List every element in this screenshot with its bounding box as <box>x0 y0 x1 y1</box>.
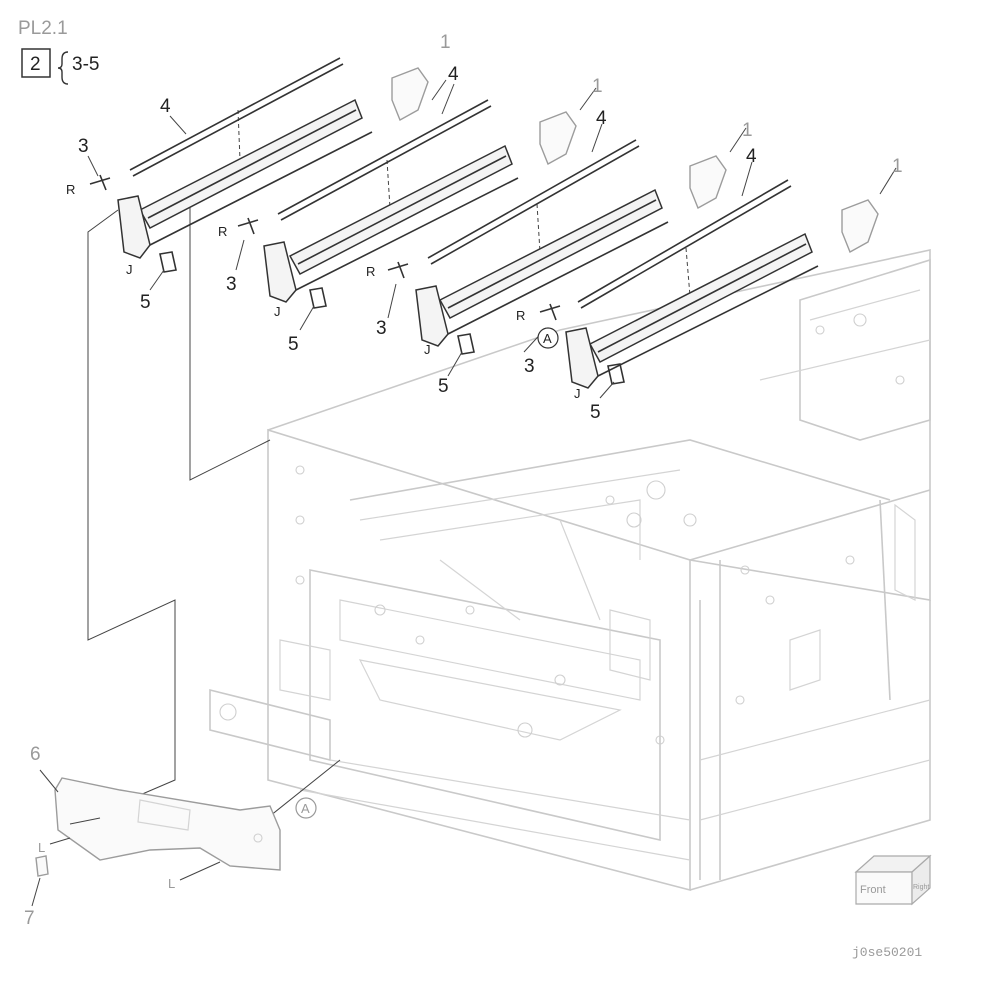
reference-a-top: A <box>543 331 552 346</box>
callout-4-unit-3: 4 <box>596 108 607 129</box>
l-bottom-leader <box>179 861 221 881</box>
r-label-unit-1: R <box>66 182 75 197</box>
callout-3-unit-1: 3 <box>78 136 89 157</box>
callout-3-unit-2: 3 <box>226 274 237 295</box>
reference-a-circle-top <box>537 327 559 349</box>
j-label-unit-4: J <box>574 386 581 401</box>
reference-a-bottom: A <box>301 801 310 816</box>
plate-number: PL2.1 <box>18 18 68 39</box>
r-label-unit-4: R <box>516 308 525 323</box>
figure-id: j0se50201 <box>852 945 922 960</box>
orientation-front: Front <box>860 884 886 896</box>
callout-4-unit-4: 4 <box>746 146 757 167</box>
reference-brace <box>57 51 69 85</box>
callout-5-unit-4: 5 <box>590 402 601 423</box>
callout-3-unit-3: 3 <box>376 318 387 339</box>
l-label-left: L <box>38 840 45 855</box>
callout-1-unit-3: 1 <box>742 120 753 141</box>
callout-6: 6 <box>30 744 41 765</box>
assembly-unit-4 <box>539 179 879 389</box>
callout-1-unit-1: 1 <box>440 32 451 53</box>
assembly-unit-2 <box>237 99 577 309</box>
j-label-unit-1: J <box>126 262 133 277</box>
callout-5-unit-3: 5 <box>438 376 449 397</box>
callout-5-unit-2: 5 <box>288 334 299 355</box>
callout-1-unit-4: 1 <box>892 156 903 177</box>
orientation-cube <box>854 854 932 906</box>
callout-7: 7 <box>24 908 35 929</box>
assembly-unit-1 <box>89 57 429 273</box>
callout-5-unit-1: 5 <box>140 292 151 313</box>
j-label-unit-2: J <box>274 304 281 319</box>
orientation-right: Right <box>913 884 929 891</box>
callout-4-unit-1: 4 <box>160 96 171 117</box>
r-label-unit-2: R <box>218 224 227 239</box>
cover-part-6 <box>54 777 281 871</box>
part-6-leaders <box>49 817 101 845</box>
callout-1-unit-2: 1 <box>592 76 603 97</box>
reference-box <box>21 48 51 78</box>
reference-a-circle-bottom <box>295 797 317 819</box>
machine-frame <box>209 249 931 892</box>
reference-box-number: 2 <box>30 54 41 75</box>
callout-6-leader <box>39 769 59 793</box>
callout-7-leader <box>31 877 41 907</box>
assembly-unit-3 <box>387 139 727 355</box>
reference-range: 3-5 <box>72 54 99 75</box>
callout-4-unit-2: 4 <box>448 64 459 85</box>
callout-3-unit-4: 3 <box>524 356 535 377</box>
l-label-bottom: L <box>168 876 175 891</box>
part-7-clip <box>35 855 49 877</box>
r-label-unit-3: R <box>366 264 375 279</box>
callout-leaders <box>87 79 897 399</box>
j-label-unit-3: J <box>424 342 431 357</box>
